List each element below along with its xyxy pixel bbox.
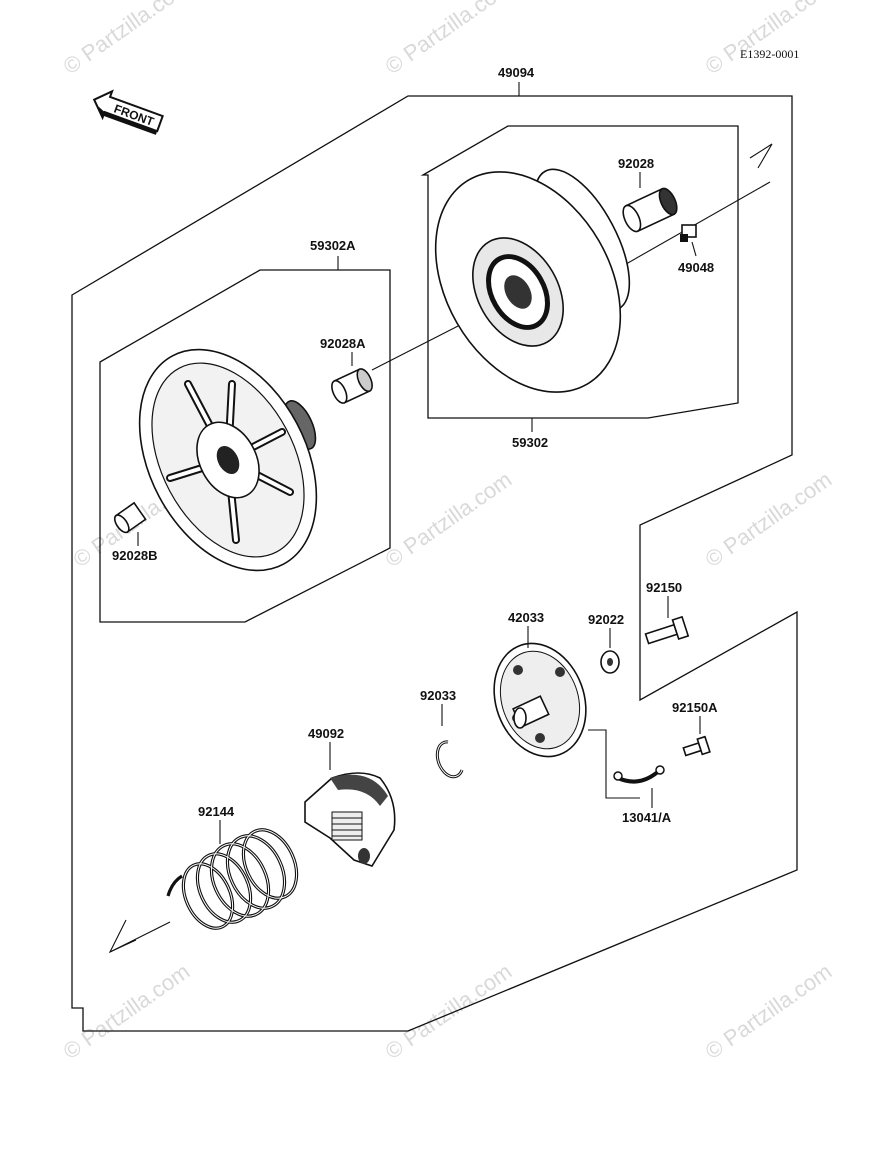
label-92022: 92022 bbox=[588, 612, 624, 627]
label-92028B: 92028B bbox=[112, 548, 158, 563]
document-id: E1392-0001 bbox=[740, 47, 799, 61]
washer-92022 bbox=[600, 650, 620, 674]
label-92028: 92028 bbox=[618, 156, 654, 171]
watermark: © Partzilla.com bbox=[59, 959, 195, 1065]
watermark: © Partzilla.com bbox=[381, 959, 517, 1065]
front-arrow-icon: FRONT bbox=[92, 89, 164, 135]
circlip-92033 bbox=[435, 740, 464, 779]
label-92028A: 92028A bbox=[320, 336, 366, 351]
label-92033: 92033 bbox=[420, 688, 456, 703]
label-92144: 92144 bbox=[198, 804, 235, 819]
bolt-92150A bbox=[682, 735, 711, 757]
watermarks: © Partzilla.com © Partzilla.com © Partzi… bbox=[59, 0, 837, 1064]
bolt-92150 bbox=[644, 615, 690, 645]
watermark: © Partzilla.com bbox=[701, 0, 837, 79]
label-59302: 59302 bbox=[512, 435, 548, 450]
label-49094: 49094 bbox=[498, 65, 535, 80]
driven-sheave-movable bbox=[138, 348, 318, 572]
label-13041A: 13041/A bbox=[622, 810, 672, 825]
label-92150: 92150 bbox=[646, 580, 682, 595]
label-42033: 42033 bbox=[508, 610, 544, 625]
watermark: © Partzilla.com bbox=[701, 959, 837, 1065]
bushing-92028A bbox=[331, 368, 373, 404]
spring-92144-inner bbox=[182, 829, 298, 929]
subassembly-frame-59302 bbox=[420, 125, 739, 419]
label-92150A: 92150A bbox=[672, 700, 718, 715]
label-59302A: 59302A bbox=[310, 238, 356, 253]
bushing-92028 bbox=[622, 187, 678, 233]
cam-49092 bbox=[304, 772, 396, 867]
driven-sheave-fixed bbox=[434, 168, 631, 393]
watermark: © Partzilla.com bbox=[59, 0, 195, 79]
label-49048: 49048 bbox=[678, 260, 714, 275]
label-49092: 49092 bbox=[308, 726, 344, 741]
watermark: © Partzilla.com bbox=[381, 0, 517, 79]
cam-42033 bbox=[493, 642, 587, 758]
bushing-92028B bbox=[113, 501, 147, 534]
watermark: © Partzilla.com bbox=[701, 467, 837, 573]
assembly-frame-49094 bbox=[71, 95, 798, 1032]
subassembly-frame-59302A bbox=[99, 269, 391, 623]
screw-49048 bbox=[680, 224, 697, 242]
watermark: © Partzilla.com bbox=[381, 467, 517, 573]
stopper-13041A bbox=[588, 729, 665, 799]
